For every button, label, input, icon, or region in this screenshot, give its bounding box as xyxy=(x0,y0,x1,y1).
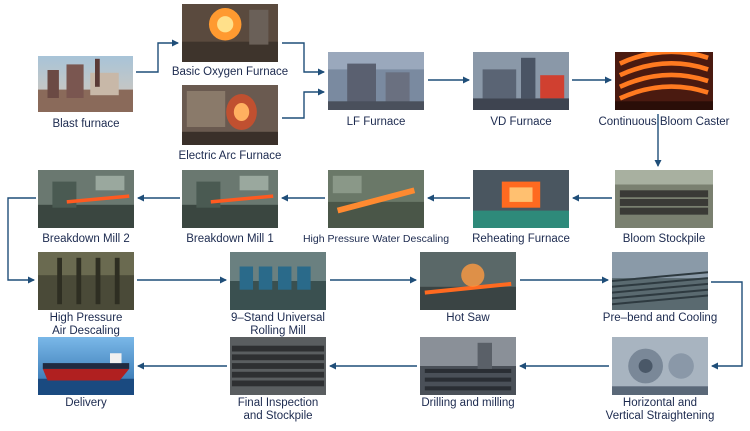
lf-furnace-photo-icon xyxy=(328,52,424,110)
step-label-basic-oxygen-furnace: Basic Oxygen Furnace xyxy=(171,66,289,78)
rolling-mill-photo-icon xyxy=(230,252,326,310)
step-label-bloom-stockpile: Bloom Stockpile xyxy=(622,233,706,245)
water-descaling-photo-icon xyxy=(328,170,424,228)
step-label-breakdown-mill-1: Breakdown Mill 1 xyxy=(186,233,274,245)
step-label-continuous-bloom-caster: Continuous Bloom Caster xyxy=(598,116,730,128)
step-label-electric-arc-furnace: Electric Arc Furnace xyxy=(178,150,282,162)
step-label-high-pressure-water-descaling: High Pressure Water Descaling xyxy=(302,233,450,245)
ship-photo-icon xyxy=(38,337,134,395)
stockpile-photo-icon xyxy=(230,337,326,395)
step-label-delivery: Delivery xyxy=(65,397,107,409)
reheating-furnace-photo-icon xyxy=(473,170,569,228)
blast-furnace-photo-icon xyxy=(38,56,133,112)
step-label-pre-bend-and-cooling: Pre–bend and Cooling xyxy=(602,312,718,324)
flow-arrow-3 xyxy=(282,88,325,119)
drilling-photo-icon xyxy=(420,337,516,395)
basic-oxygen-furnace-photo-icon xyxy=(182,4,278,62)
step-label-lf-furnace: LF Furnace xyxy=(346,116,406,128)
flow-arrow-2 xyxy=(282,42,325,76)
bloom-stockpile-photo-icon xyxy=(615,170,713,228)
breakdown-mill-photo-icon xyxy=(182,170,278,228)
electric-arc-furnace-photo-icon xyxy=(182,85,278,145)
step-label-blast-furnace: Blast furnace xyxy=(52,118,120,130)
air-descaling-photo-icon xyxy=(38,252,134,310)
step-label-hot-saw: Hot Saw xyxy=(446,312,490,324)
continuous-bloom-caster-photo-icon xyxy=(615,52,713,110)
step-label-reheating-furnace: Reheating Furnace xyxy=(472,233,570,245)
breakdown-mill-photo-icon xyxy=(38,170,134,228)
cooling-bed-photo-icon xyxy=(612,252,708,310)
vd-furnace-photo-icon xyxy=(473,52,569,110)
hot-saw-photo-icon xyxy=(420,252,516,310)
step-label-drilling-and-milling: Drilling and milling xyxy=(421,397,515,409)
straightening-photo-icon xyxy=(612,337,708,395)
step-label-breakdown-mill-2: Breakdown Mill 2 xyxy=(42,233,130,245)
flow-arrow-11 xyxy=(7,197,36,284)
step-label-vd-furnace: VD Furnace xyxy=(490,116,552,128)
